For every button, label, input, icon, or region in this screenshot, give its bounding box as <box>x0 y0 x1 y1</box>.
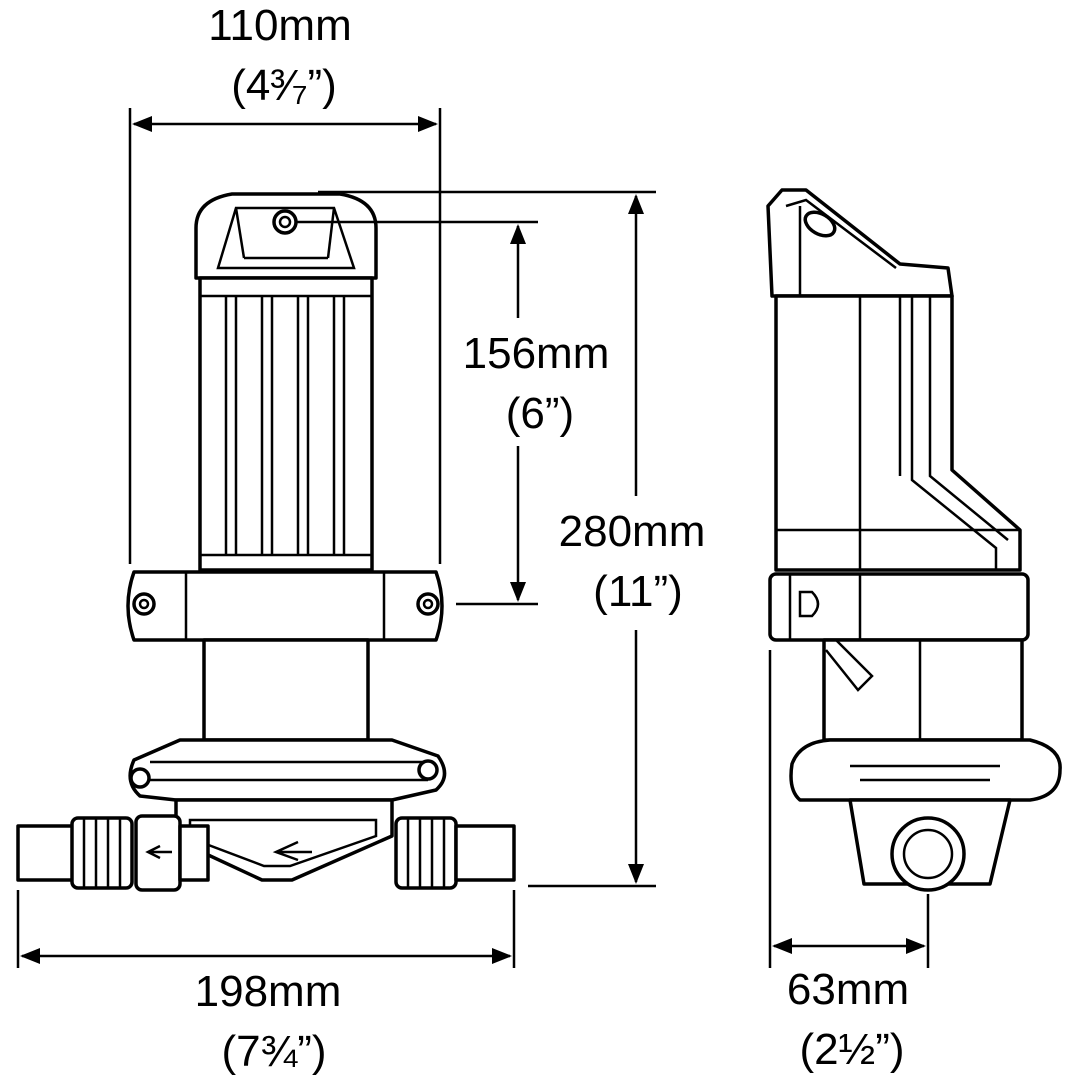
collar-screw-right <box>416 592 440 616</box>
pump-neck <box>202 638 370 742</box>
side-pump-housing <box>789 738 1062 802</box>
total-height-metric: 280mm <box>559 507 706 556</box>
side-width-imperial: (2½”) <box>799 1025 904 1074</box>
outlet-nut <box>394 816 458 890</box>
side-view <box>766 188 1062 892</box>
pump-housing <box>128 738 447 802</box>
total-height-imperial: (11”) <box>593 567 683 616</box>
dimension-labels: 110mm (4³⁄₇”) 156mm (6”) 280mm (11”) 198… <box>195 1 909 1076</box>
mounting-collar <box>126 570 444 642</box>
motor-ribs <box>224 296 346 555</box>
outlet-pipe <box>454 824 516 882</box>
motor-cap <box>194 192 378 280</box>
total-length-imperial: (7¾”) <box>221 1027 326 1076</box>
top-width-metric: 110mm <box>208 1 351 50</box>
front-view <box>16 192 516 892</box>
top-width-imperial: (4³⁄₇”) <box>231 61 337 110</box>
inlet-nut <box>70 816 134 890</box>
cap-screw <box>272 209 298 235</box>
collar-screw-left <box>132 592 156 616</box>
total-length-metric: 198mm <box>195 967 342 1016</box>
motor-height-metric: 156mm <box>463 329 610 378</box>
side-cap <box>766 188 954 298</box>
inlet-pipe <box>16 824 80 882</box>
inlet-arrow-icon <box>145 844 172 860</box>
flow-arrow-icon <box>272 840 312 862</box>
side-neck <box>822 638 1024 742</box>
dimension-lines <box>16 108 930 968</box>
side-collar <box>768 572 1030 642</box>
side-width-metric: 63mm <box>787 965 909 1014</box>
motor-height-imperial: (6”) <box>506 389 574 438</box>
side-outlet-port <box>890 816 966 892</box>
